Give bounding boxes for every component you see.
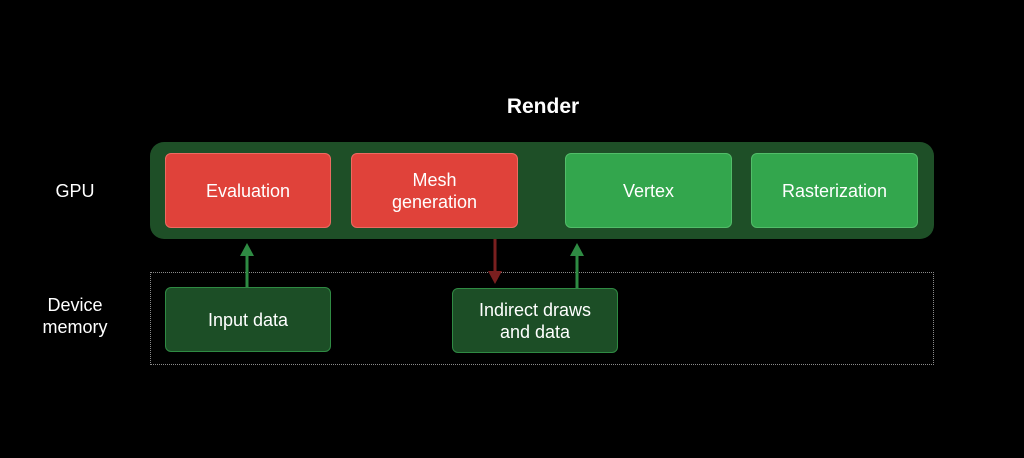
memory-input-data: Input data: [165, 287, 331, 352]
diagram-title: Render: [506, 95, 580, 118]
stage-label: Mesh generation: [391, 169, 478, 212]
stage-rasterization: Rasterization: [751, 153, 918, 228]
arrow-indirect-to-vertex: [570, 243, 584, 288]
row-label-gpu: GPU: [55, 181, 95, 201]
stage-label: Evaluation: [205, 180, 291, 201]
arrow-mesh-to-indirect: [488, 239, 502, 284]
memory-label: Input data: [207, 309, 289, 330]
device-memory-region: [150, 272, 934, 365]
stage-label: Vertex: [622, 180, 675, 201]
stage-label: Rasterization: [781, 180, 888, 201]
arrow-input-to-evaluation: [240, 243, 254, 287]
stage-evaluation: Evaluation: [165, 153, 331, 228]
memory-indirect-draws: Indirect draws and data: [452, 288, 618, 353]
memory-label: Indirect draws and data: [478, 299, 592, 342]
stage-vertex: Vertex: [565, 153, 732, 228]
row-label-device-memory: Device memory: [42, 295, 108, 337]
stage-mesh-generation: Mesh generation: [351, 153, 518, 228]
